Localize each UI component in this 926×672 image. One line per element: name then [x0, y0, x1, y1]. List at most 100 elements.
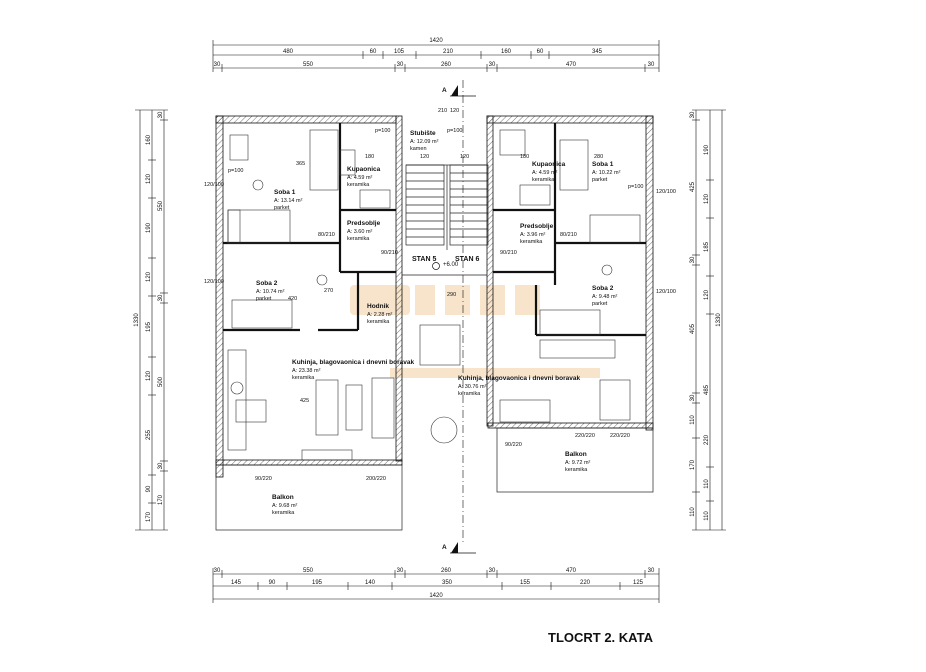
room-name: Kuhinja, blagovaonica i dnevni boravak: [458, 375, 580, 382]
room-floor: keramika: [520, 239, 543, 245]
room-name: Soba 1: [592, 161, 614, 168]
dimensions-left: [135, 109, 168, 531]
dimension-value: 210: [443, 49, 454, 55]
dimension-value: 345: [592, 49, 603, 55]
room-area: A: 9.72 m²: [565, 460, 591, 466]
dimension-value: 190: [704, 144, 710, 155]
dimension-value: 30: [690, 111, 696, 118]
dimension-value: 185: [704, 241, 710, 252]
dimension-value: 260: [441, 62, 452, 68]
room-name: Hodnik: [367, 303, 389, 310]
room-area: A: 4.59 m²: [347, 175, 373, 181]
dimension-value: 120: [146, 370, 152, 381]
room-floor: parket: [256, 296, 272, 302]
misc-dim: 120: [450, 108, 459, 114]
dimension-value: 110: [690, 415, 696, 425]
opening-label: 220/220: [610, 433, 630, 439]
dimension-value: 30: [214, 568, 221, 574]
dimension-value: 120: [146, 271, 152, 282]
opening-label: p=100: [375, 128, 390, 134]
misc-dim: 210: [438, 108, 447, 114]
room-area: A: 13.14 m²: [274, 198, 303, 204]
dimension-value: 470: [566, 62, 577, 68]
apartment-label: STAN 6: [455, 256, 479, 263]
misc-dim: 365: [296, 161, 305, 167]
dimension-value: 30: [158, 294, 164, 301]
dimension-value: 90: [146, 485, 152, 492]
room-labels: Soba 1 A: 13.14 m² parket Kupaonica A: 4…: [256, 87, 654, 645]
dimension-value: 145: [231, 580, 242, 586]
dimension-value: 350: [442, 580, 453, 586]
opening-label: p=100: [447, 128, 462, 134]
dimensions-top: [212, 40, 660, 72]
room-floor: keramika: [367, 319, 390, 325]
exterior-walls: [215, 115, 654, 478]
dimensions-bottom: [212, 568, 660, 603]
dimension-value: 60: [370, 49, 377, 55]
dimension-value: 550: [303, 62, 314, 68]
room-area: A: 9.68 m²: [272, 503, 298, 509]
dimension-value: 405: [690, 323, 696, 334]
dimension-value: 155: [520, 580, 531, 586]
opening-label: 80/210: [318, 232, 335, 238]
room-floor: keramika: [347, 182, 370, 188]
dimension-value: 120: [704, 193, 710, 204]
opening-label: 120/100: [656, 189, 676, 195]
dimensions-right: [692, 109, 726, 531]
dimension-value: 485: [704, 384, 710, 395]
balcony-left-outline: [215, 464, 403, 531]
opening-label: 120/100: [656, 289, 676, 295]
room-floor: keramika: [347, 236, 370, 242]
balcony-right-outline: [496, 427, 654, 493]
dimension-value: 30: [690, 394, 696, 401]
room-area: A: 10.74 m²: [256, 289, 285, 295]
dimension-value: 105: [394, 49, 405, 55]
misc-dim: 280: [594, 154, 603, 160]
opening-label: 220/220: [575, 433, 595, 439]
dimension-value: 110: [690, 507, 696, 517]
opening-label: 90/220: [255, 476, 272, 482]
dimension-value: 470: [566, 568, 577, 574]
opening-label: 90/210: [381, 250, 398, 256]
dimension-value: 220: [704, 434, 710, 445]
dimension-value: 195: [146, 321, 152, 332]
dimension-value: 220: [580, 580, 591, 586]
misc-dim: 420: [288, 296, 297, 302]
room-area: A: 30.76 m²: [458, 384, 487, 390]
dimension-value: 550: [158, 200, 164, 211]
room-area: A: 12.09 m²: [410, 139, 439, 145]
dimension-value: 30: [397, 62, 404, 68]
misc-dim: 425: [300, 398, 309, 404]
room-name: Stubište: [410, 130, 436, 137]
opening-label: 120/100: [204, 279, 224, 285]
dimension-value: 30: [489, 62, 496, 68]
misc-dim: 120: [460, 154, 469, 160]
room-area: A: 23.38 m²: [292, 368, 321, 374]
dimension-value: 195: [312, 580, 323, 586]
dimension-value: 160: [501, 49, 512, 55]
dimension-value: 110: [704, 479, 710, 489]
dimension-value: 120: [704, 289, 710, 300]
misc-dim: 270: [324, 288, 333, 294]
dimension-value: 170: [690, 459, 696, 470]
room-area: A: 3.60 m²: [347, 229, 373, 235]
room-name: Kuhinja, blagovaonica i dnevni boravak: [292, 359, 414, 366]
dimension-value: 60: [537, 49, 544, 55]
room-name: Soba 1: [274, 189, 296, 196]
misc-dim: 180: [520, 154, 529, 160]
staircase: [405, 164, 489, 250]
dimension-value: 30: [158, 111, 164, 118]
room-floor: parket: [592, 177, 608, 183]
elevation-marker-icon: [432, 262, 440, 270]
dimension-value: 500: [158, 376, 164, 387]
room-area: A: 4.59 m²: [532, 170, 558, 176]
dimension-value: 425: [690, 181, 696, 192]
drawing-title: TLOCRT 2. KATA: [548, 630, 654, 645]
room-area: A: 3.96 m²: [520, 232, 546, 238]
room-floor: keramika: [565, 467, 588, 473]
section-marker-bottom: [450, 542, 476, 554]
dimension-value: 260: [441, 568, 452, 574]
room-name: Kupaonica: [532, 161, 566, 168]
